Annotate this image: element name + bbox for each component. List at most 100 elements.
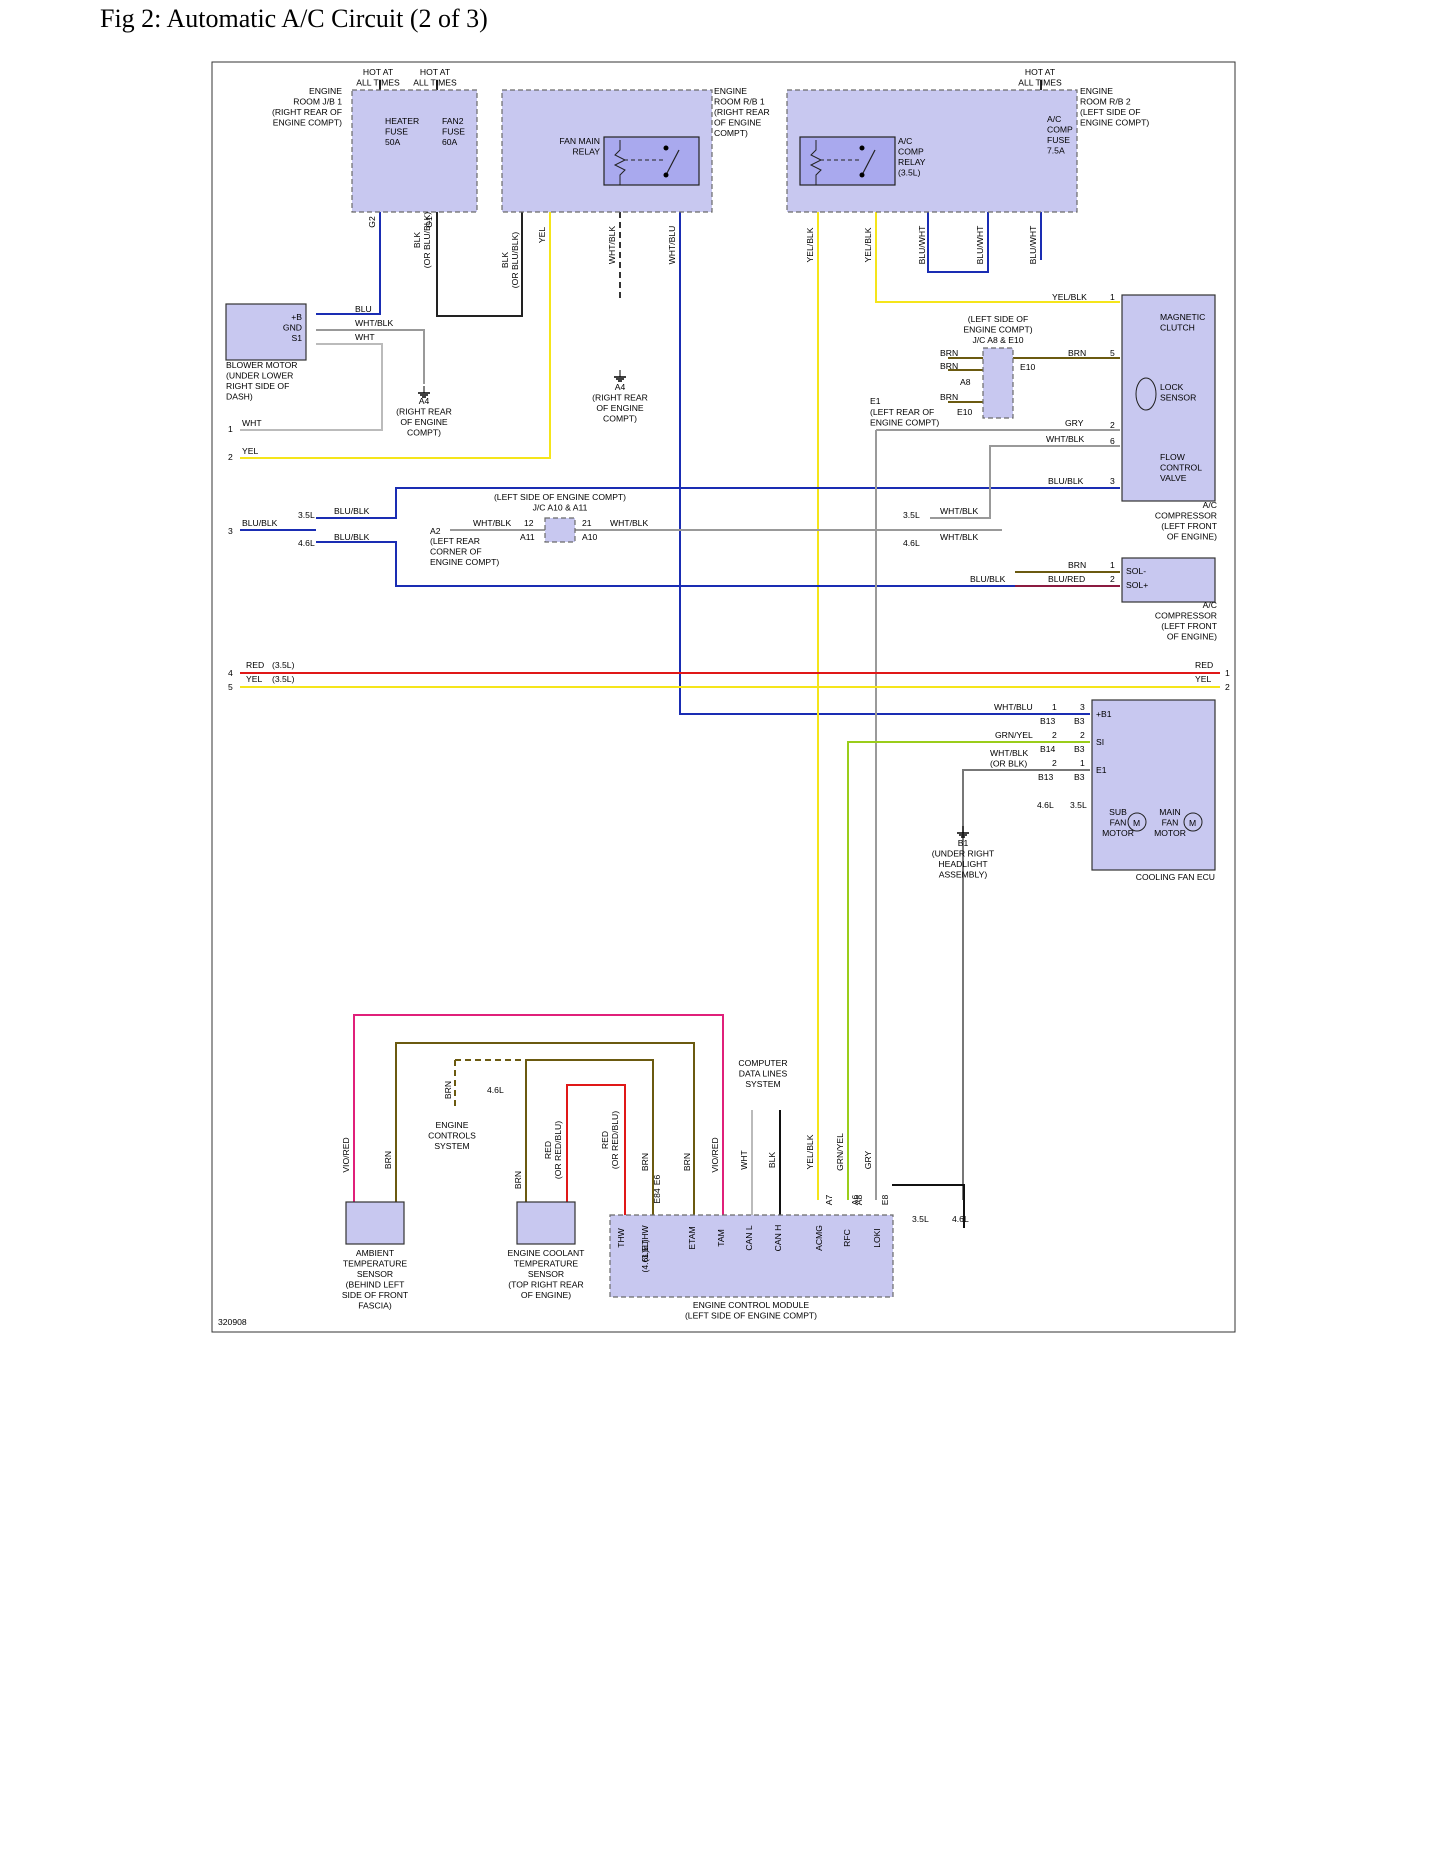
ground-b1-label: ASSEMBLY)	[939, 870, 988, 880]
compressor-pin: 3	[1110, 476, 1115, 486]
top-wire-label: YEL	[537, 227, 547, 243]
sub-fan-motor-symbol	[1127, 812, 1147, 832]
pin: 21	[582, 518, 592, 528]
lock-sensor-label: LOCK	[1160, 382, 1184, 392]
ecm-pin-label: LOKI	[872, 1228, 882, 1248]
ground-a4-left-label: COMPT)	[407, 428, 441, 438]
fan-main-relay-coil	[613, 140, 627, 185]
engine-room-rb1-label: ROOM R/B 1	[714, 97, 765, 107]
solenoid-pin-labels: SOL+	[1126, 580, 1148, 590]
engine-controls-label: ENGINE	[436, 1120, 469, 1130]
ambient-temp-sensor-label: TEMPERATURE	[343, 1259, 408, 1269]
compressor-pin: 1	[1110, 292, 1115, 302]
top-wire-label: (OR BLU/BLK)	[510, 232, 520, 288]
ground-e1: E1	[870, 396, 881, 406]
variant-46: 4.6L	[298, 538, 315, 548]
ground-a4-left-label: (RIGHT REAR	[396, 407, 452, 417]
wire-brn-cool2	[526, 1059, 654, 1215]
bottom-wire-label: RED	[543, 1141, 553, 1159]
fan-ecu-conn: B3	[1074, 772, 1085, 782]
blower-motor-label: (UNDER LOWER	[226, 371, 293, 381]
bottom-wire-label: WHT	[739, 1149, 749, 1169]
ac-compressor-label-2: (LEFT FRONT	[1161, 621, 1217, 631]
bottom-wire-label: GRN/YEL	[835, 1133, 845, 1171]
conn-a11: A11	[520, 532, 535, 542]
page-title: Fig 2: Automatic A/C Circuit (2 of 3)	[100, 4, 488, 33]
fan-main-relay-body	[603, 136, 700, 186]
ambient-temp-sensor-label: AMBIENT	[356, 1248, 395, 1258]
main-fan-motor-label: MAIN	[1159, 807, 1180, 817]
ecm-conn: A8	[854, 1195, 864, 1206]
ecm-box	[609, 1214, 894, 1298]
ecu-pin-labels: SI	[1096, 737, 1104, 747]
wire-label-blu-red: BLU/RED	[1048, 574, 1085, 584]
bottom-wire-label: VIO/RED	[710, 1137, 720, 1172]
blower-pin-labels: +B	[291, 312, 302, 322]
fan-ecu-pin: 1	[1052, 702, 1057, 712]
jc-a8-e10-box	[982, 347, 1014, 419]
ground-a2-label: CORNER OF	[430, 547, 482, 557]
solenoid-pin-labels: SOL-	[1126, 566, 1146, 576]
compressor-pin: 2	[1110, 420, 1115, 430]
conn-e10: E10	[1020, 362, 1036, 372]
blower-motor-label: BLOWER MOTOR	[226, 360, 297, 370]
wire-label-wht-blk-ecu: (OR BLK)	[990, 759, 1027, 769]
ground-a4-left-label: A4	[419, 396, 430, 406]
wire-blower-gnd	[316, 329, 425, 384]
jc-a10-a11-label: (LEFT SIDE OF ENGINE COMPT)	[494, 492, 626, 502]
ethw-variant-label: (4.6L)	[640, 1250, 650, 1273]
ambient-temp-sensor-label: (BEHIND LEFT	[346, 1280, 405, 1290]
wire-label-yel-blk: YEL/BLK	[1052, 292, 1087, 302]
motor-m: M	[1189, 818, 1196, 828]
ground-e1-label: ENGINE COMPT)	[870, 418, 939, 428]
wire-label-35: (3.5L)	[272, 674, 295, 684]
engine-room-jb1-box	[351, 89, 478, 213]
ecm-conn: E84	[652, 1188, 662, 1204]
fan-main-relay-switch	[665, 149, 680, 176]
ac-comp-relay-coil	[809, 140, 823, 185]
ground-a4-left-label: OF ENGINE	[400, 417, 448, 427]
variant-46: 4.6L	[903, 538, 920, 548]
wire-label-brn: BRN	[1068, 560, 1086, 570]
fan-main-relay-contact	[663, 172, 669, 178]
bottom-wire-label: BRN	[383, 1151, 393, 1169]
hot-at-all-times-label: ALL TIMES	[356, 78, 400, 88]
top-wire-label: BLK	[412, 232, 422, 249]
ambient-temp-sensor-label: SENSOR	[357, 1269, 393, 1279]
ecm-pin-label: THW	[616, 1227, 626, 1247]
engine-room-rb2-label: ENGINE COMPT)	[1080, 118, 1149, 128]
engine-room-rb2-label: ROOM R/B 2	[1080, 97, 1131, 107]
ac-compressor-label-2: A/C	[1203, 600, 1217, 610]
bottom-wire-label: BRN	[640, 1153, 650, 1171]
wire-label-gry: GRY	[1065, 418, 1084, 428]
ethw-variant-label: (3.5L)	[640, 1239, 650, 1262]
main-fan-motor-label: FAN	[1162, 818, 1179, 828]
blower-motor-label: DASH)	[226, 392, 253, 402]
computer-data-lines-label: COMPUTER	[738, 1058, 787, 1068]
fan2-fuse-label: 60A	[442, 137, 458, 147]
conn-a8: A8	[960, 377, 971, 387]
fan2-fuse-label: FUSE	[442, 127, 465, 137]
hot-at-all-times-label: ALL TIMES	[1018, 78, 1062, 88]
lock-sensor-label: SENSOR	[1160, 393, 1196, 403]
fan-main-relay-contact	[663, 145, 669, 151]
ground-a2-label: ENGINE COMPT)	[430, 557, 499, 567]
ac-compressor-label-2: OF ENGINE)	[1167, 632, 1217, 642]
wire-label-brn: BRN	[1068, 348, 1086, 358]
blower-motor-box	[225, 303, 307, 361]
ac-compressor-box	[1121, 294, 1216, 502]
lock-sensor-symbol	[1135, 377, 1157, 411]
wire-label-brn: BRN	[940, 348, 958, 358]
ground-a4-right-label: OF ENGINE	[596, 403, 644, 413]
sub-fan-motor-label: FAN	[1110, 818, 1127, 828]
heater-fuse-label: HEATER	[385, 116, 419, 126]
ac-compressor-label-2: COMPRESSOR	[1155, 611, 1217, 621]
fan-ecu-conn: B13	[1038, 772, 1054, 782]
wire-label-wht-blk: WHT/BLK	[473, 518, 511, 528]
top-wire-label: BLK	[500, 252, 510, 269]
ecm-pin-label: CAN L	[744, 1225, 754, 1251]
figure-id: 320908	[218, 1317, 247, 1327]
variant-35: 3.5L	[298, 510, 315, 520]
bottom-wire-label: RED	[600, 1131, 610, 1149]
